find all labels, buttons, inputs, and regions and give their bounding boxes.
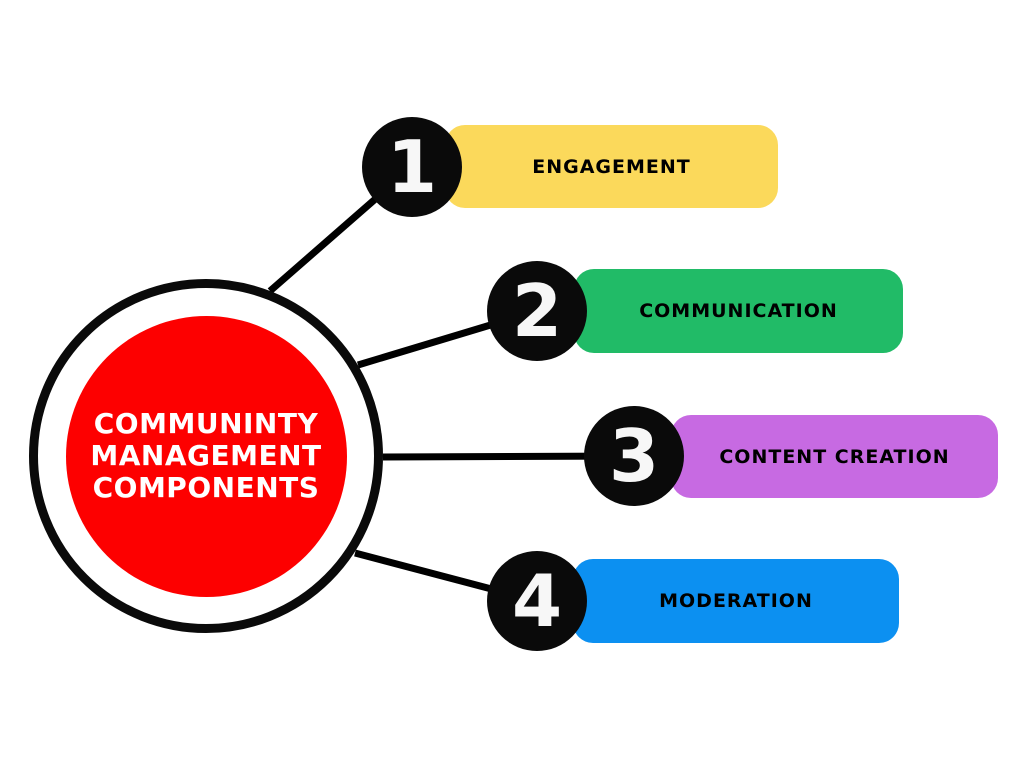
- central-title-line-2: MANAGEMENT: [90, 439, 322, 472]
- central-circle: COMMUNINTY MANAGEMENT COMPONENTS: [65, 315, 347, 597]
- communication-number: 2: [511, 269, 563, 353]
- content-creation-label: CONTENT CREATION: [719, 445, 950, 468]
- communication-number-badge: 2: [487, 261, 587, 361]
- central-title-line-1: COMMUNINTY: [93, 407, 319, 440]
- engagement-label: ENGAGEMENT: [532, 155, 691, 178]
- content-creation-number-badge: 3: [584, 406, 684, 506]
- engagement-bar: ENGAGEMENT: [445, 125, 778, 208]
- moderation-label: MODERATION: [659, 590, 813, 612]
- content-creation-bar: CONTENT CREATION: [671, 415, 998, 498]
- moderation-bar: MODERATION: [573, 559, 899, 643]
- moderation-number: 4: [511, 559, 563, 643]
- communication-bar: COMMUNICATION: [574, 269, 903, 353]
- central-circle-ring: COMMUNINTY MANAGEMENT COMPONENTS: [29, 279, 383, 633]
- central-title: COMMUNINTY MANAGEMENT COMPONENTS: [90, 408, 321, 504]
- moderation-number-badge: 4: [487, 551, 587, 651]
- content-creation-number: 3: [608, 414, 660, 498]
- central-title-line-3: COMPONENTS: [92, 471, 320, 504]
- engagement-number: 1: [386, 125, 438, 209]
- engagement-number-badge: 1: [362, 117, 462, 217]
- communication-label: COMMUNICATION: [639, 300, 838, 322]
